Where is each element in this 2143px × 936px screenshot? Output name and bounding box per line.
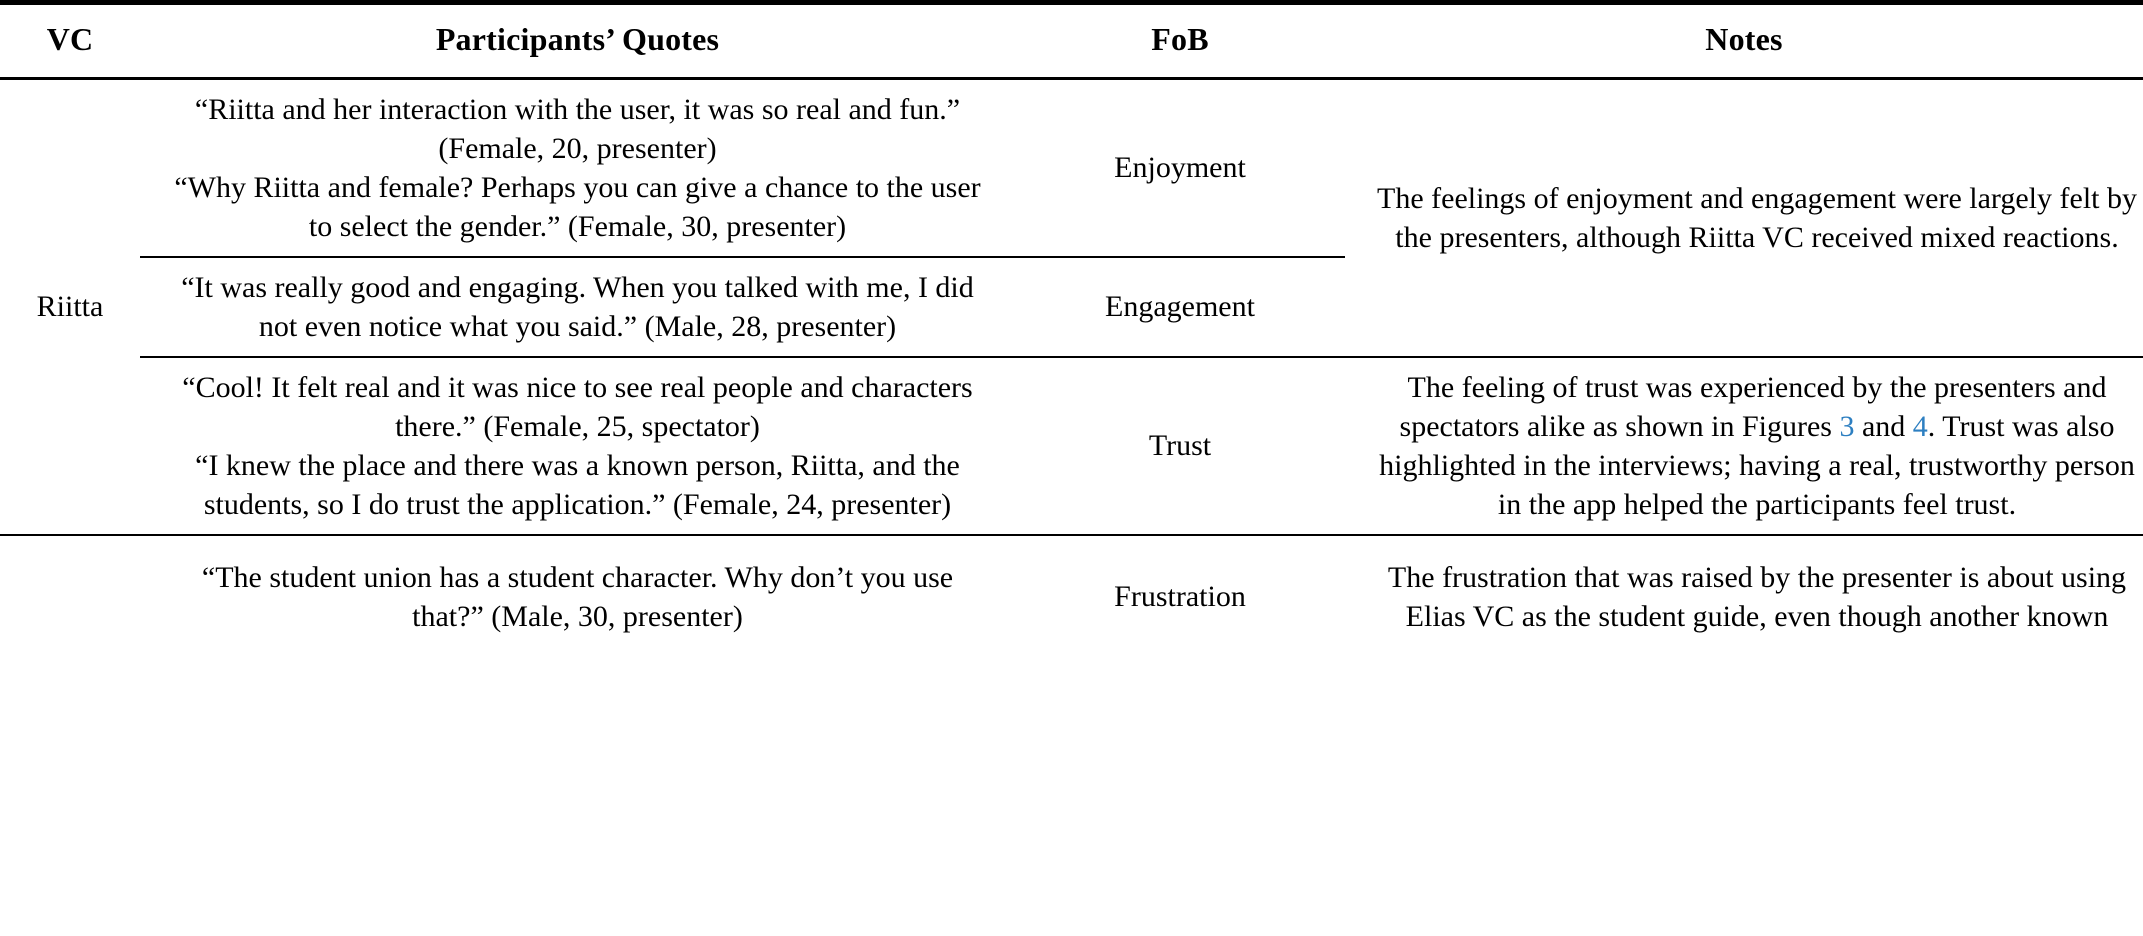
cell-quotes-frustration: “The student union has a student charact… <box>140 533 1015 636</box>
cell-notes-frustration: The frustration that was raised by the p… <box>1345 533 2143 636</box>
quote-text: “Why Riitta and female? Perhaps you can … <box>174 170 981 243</box>
quote-text: “It was really good and engaging. When y… <box>181 270 974 343</box>
cell-quotes-engagement: “It was really good and engaging. When y… <box>140 255 1015 357</box>
cell-quotes-trust: “Cool! It felt real and it was nice to s… <box>140 355 1015 535</box>
note-text: The frustration that was raised by the p… <box>1387 560 2127 633</box>
quote-text: “I knew the place and there was a known … <box>195 448 960 521</box>
table-header-row: VC Participants’ Quotes FoB Notes <box>0 0 2143 80</box>
figure-link-4[interactable]: 4 <box>1912 409 1928 443</box>
quote-text: “The student union has a student charact… <box>201 560 954 633</box>
table-body: Riitta “Riitta and her interaction with … <box>0 78 2143 636</box>
column-header-vc: VC <box>0 0 140 80</box>
note-text-trust: The feeling of trust was experienced by … <box>1371 368 2143 524</box>
cell-notes-enjoyment-engagement: The feelings of enjoyment and engagement… <box>1345 78 2143 357</box>
table-row: “Cool! It felt real and it was nice to s… <box>0 355 2143 535</box>
cell-notes-trust: The feeling of trust was experienced by … <box>1345 355 2143 535</box>
note-text-before: The feeling of trust was experienced by … <box>1399 370 2107 443</box>
table-row: “It was really good and engaging. When y… <box>0 255 2143 357</box>
column-header-fob: FoB <box>1015 0 1345 80</box>
note-text-after: . Trust was also highlighted in the inte… <box>1379 409 2135 521</box>
column-header-quotes: Participants’ Quotes <box>140 0 1015 80</box>
quote-text: “Riitta and her interaction with the use… <box>194 92 961 165</box>
results-table: VC Participants’ Quotes FoB Notes Riitta… <box>0 0 2143 636</box>
cell-fob-trust: Trust <box>1015 355 1345 535</box>
column-header-notes: Notes <box>1345 0 2143 80</box>
cell-fob-frustration: Frustration <box>1015 533 1345 636</box>
cell-quotes-enjoyment: “Riitta and her interaction with the use… <box>140 78 1015 257</box>
figure-link-3[interactable]: 3 <box>1839 409 1855 443</box>
cell-vc-empty <box>0 533 140 636</box>
cell-fob-engagement: Engagement <box>1015 255 1345 357</box>
quote-text: “Cool! It felt real and it was nice to s… <box>182 370 973 443</box>
note-text-middle: and <box>1854 409 1913 443</box>
cell-vc-riitta: Riitta <box>36 290 104 324</box>
cell-fob-enjoyment: Enjoyment <box>1114 151 1246 185</box>
note-text: The feelings of enjoyment and engagement… <box>1377 181 2137 254</box>
table-row: “The student union has a student charact… <box>0 533 2143 636</box>
table-row: Riitta “Riitta and her interaction with … <box>0 78 2143 324</box>
table-head: VC Participants’ Quotes FoB Notes <box>0 0 2143 80</box>
